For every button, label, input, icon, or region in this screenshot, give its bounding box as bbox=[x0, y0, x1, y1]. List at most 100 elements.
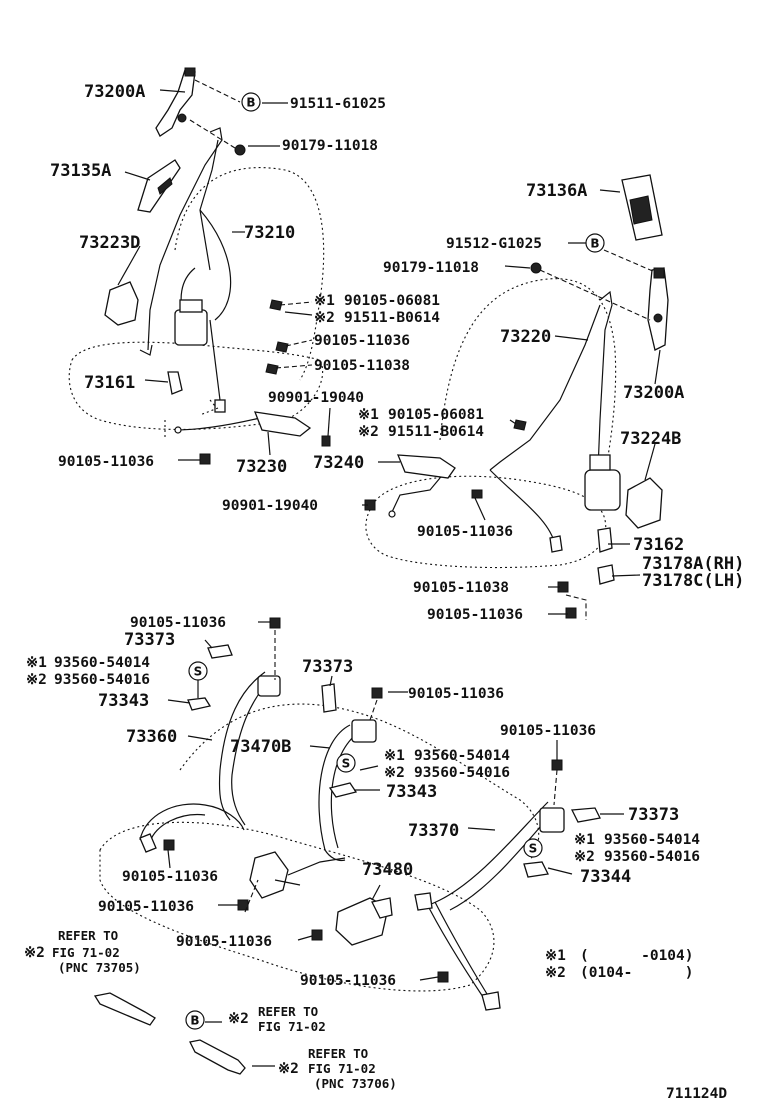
lower-leader-lines bbox=[167, 621, 624, 981]
label-73200A-right: 73200A bbox=[623, 383, 684, 403]
upper-right-leader-lines bbox=[362, 189, 661, 620]
svg-text:S: S bbox=[529, 842, 538, 856]
note-1-marker-e: ※1 bbox=[574, 832, 595, 848]
svg-text:B: B bbox=[246, 96, 255, 110]
note-1-marker-a: ※1 bbox=[314, 293, 335, 309]
label-91511-61025: 91511-61025 bbox=[290, 96, 386, 112]
front-left-seat-outline bbox=[68, 167, 325, 440]
label-90105-06081-a: 90105-06081 bbox=[344, 293, 440, 309]
label-90179-11018-a: 90179-11018 bbox=[282, 138, 378, 154]
legend-note-2-range: (0104- ) bbox=[580, 965, 694, 981]
svg-text:B: B bbox=[590, 237, 599, 251]
label-93560-54016-a: 93560-54016 bbox=[54, 672, 150, 688]
belt-assembly-73470B bbox=[249, 719, 377, 899]
note-2-marker-f: ※2 bbox=[24, 945, 45, 961]
buckle-73240 bbox=[388, 454, 456, 518]
label-73161: 73161 bbox=[84, 373, 135, 393]
note-1-marker-b: ※1 bbox=[358, 407, 379, 423]
label-90105-06081-b: 90105-06081 bbox=[388, 407, 484, 423]
svg-text:B: B bbox=[190, 1014, 199, 1028]
refer-1-line-3: (PNC 73705) bbox=[58, 960, 141, 975]
label-73200A-top: 73200A bbox=[84, 82, 145, 102]
label-73240: 73240 bbox=[313, 453, 364, 473]
label-90105-11036-e: 90105-11036 bbox=[130, 615, 226, 631]
label-90105-11036-j: 90105-11036 bbox=[176, 934, 272, 950]
label-93560-54014-b: 93560-54014 bbox=[414, 748, 510, 764]
label-73230: 73230 bbox=[236, 457, 287, 477]
label-90105-11036-i: 90105-11036 bbox=[98, 899, 194, 915]
label-73373-b: 73373 bbox=[302, 657, 353, 677]
buckle-73230 bbox=[174, 411, 312, 437]
retractor-cover-73223D bbox=[104, 281, 139, 326]
label-90105-11036-a: 90105-11036 bbox=[314, 333, 410, 349]
circle-marker-s-2: S bbox=[336, 753, 356, 773]
label-73480: 73480 bbox=[362, 860, 413, 880]
refer-3-line-3: (PNC 73706) bbox=[314, 1076, 397, 1091]
circle-marker-b-2: B bbox=[585, 233, 605, 253]
svg-text:S: S bbox=[342, 757, 351, 771]
note-1-marker-c: ※1 bbox=[26, 655, 47, 671]
label-73470B: 73470B bbox=[230, 737, 291, 757]
label-90901-19040-b: 90901-19040 bbox=[222, 498, 318, 514]
label-73178A-RH: 73178A(RH) bbox=[642, 554, 744, 574]
note-2-marker-b: ※2 bbox=[358, 424, 379, 440]
label-73178C-LH: 73178C(LH) bbox=[642, 571, 744, 591]
cover-73178 bbox=[597, 564, 615, 585]
label-90179-11018-b: 90179-11018 bbox=[383, 260, 479, 276]
label-73373-c: 73373 bbox=[628, 805, 679, 825]
label-90105-11036-k: 90105-11036 bbox=[300, 973, 396, 989]
reference-straps bbox=[93, 992, 275, 1075]
label-73343-b: 73343 bbox=[386, 782, 437, 802]
belt-assembly-73370 bbox=[414, 801, 565, 1011]
refer-1-line-1: REFER TO bbox=[58, 928, 118, 943]
refer-2-line-1: REFER TO bbox=[258, 1004, 318, 1019]
label-73360: 73360 bbox=[126, 727, 177, 747]
lower-bolts bbox=[163, 617, 563, 983]
anchor-cover-73136A bbox=[621, 174, 663, 241]
note-1-marker-d: ※1 bbox=[384, 748, 405, 764]
label-73224B: 73224B bbox=[620, 429, 681, 449]
anchor-plate-73161 bbox=[167, 371, 183, 395]
label-93560-54016-b: 93560-54016 bbox=[414, 765, 510, 781]
upper-left-leader-lines bbox=[117, 79, 331, 461]
shoulder-anchor-73200A-right bbox=[647, 267, 669, 351]
legend-note-1-marker: ※1 bbox=[545, 948, 566, 964]
note-2-marker-d: ※2 bbox=[384, 765, 405, 781]
circle-marker-s-1: S bbox=[188, 661, 208, 681]
refer-3-line-1: REFER TO bbox=[308, 1046, 368, 1061]
anchor-plate-73162 bbox=[597, 527, 613, 553]
upper-left-bolts bbox=[199, 144, 331, 465]
lower-small-parts bbox=[187, 644, 601, 878]
shoulder-anchor-73200A-top bbox=[155, 67, 196, 137]
figure-number: 711124D bbox=[666, 1086, 727, 1102]
label-73162: 73162 bbox=[633, 535, 684, 555]
label-73223D: 73223D bbox=[79, 233, 140, 253]
circle-marker-b-1: B bbox=[241, 92, 261, 112]
note-2-marker-h: ※2 bbox=[278, 1061, 299, 1077]
rear-seat-outline bbox=[99, 703, 540, 992]
label-73136A: 73136A bbox=[526, 181, 587, 201]
label-93560-54014-c: 93560-54014 bbox=[604, 832, 700, 848]
retractor-cover-73224B bbox=[625, 477, 663, 529]
label-90105-11036-g: 90105-11036 bbox=[500, 723, 596, 739]
refer-3-line-2: FIG 71-02 bbox=[308, 1061, 376, 1076]
circle-marker-s-3: S bbox=[523, 838, 543, 858]
buckle-73480 bbox=[335, 897, 393, 946]
svg-text:S: S bbox=[194, 665, 203, 679]
note-2-marker-g: ※2 bbox=[228, 1011, 249, 1027]
refer-1-line-2: FIG 71-02 bbox=[52, 945, 120, 960]
label-90105-11036-f: 90105-11036 bbox=[408, 686, 504, 702]
belt-assembly-73360 bbox=[139, 671, 281, 853]
legend-note-1-range: ( -0104) bbox=[580, 948, 694, 964]
label-90105-11038-b: 90105-11038 bbox=[413, 580, 509, 596]
label-93560-54016-c: 93560-54016 bbox=[604, 849, 700, 865]
label-93560-54014-a: 93560-54014 bbox=[54, 655, 150, 671]
circle-marker-b-3: B bbox=[185, 1010, 205, 1030]
label-73210: 73210 bbox=[244, 223, 295, 243]
label-90105-11036-d: 90105-11036 bbox=[427, 607, 523, 623]
part-labels: 73200A 91511-61025 90179-11018 73135A 73… bbox=[24, 82, 744, 1102]
label-91511-B0614-a: 91511-B0614 bbox=[344, 310, 440, 326]
refer-2-line-2: FIG 71-02 bbox=[258, 1019, 326, 1034]
label-73370: 73370 bbox=[408, 821, 459, 841]
